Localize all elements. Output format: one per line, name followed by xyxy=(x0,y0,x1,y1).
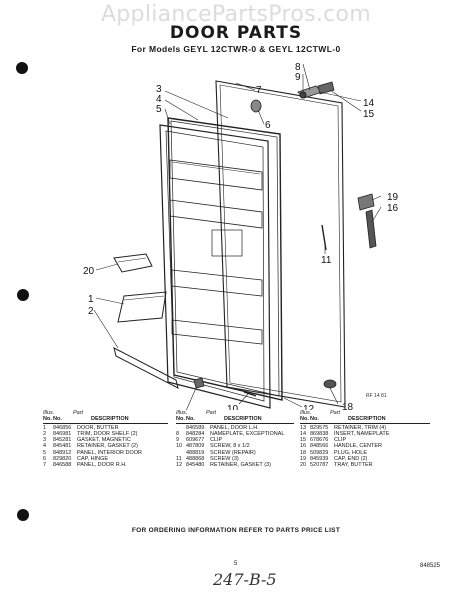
callout-16: 16 xyxy=(387,203,399,214)
binder-hole-top xyxy=(16,62,28,74)
callout-15: 15 xyxy=(363,109,375,120)
callout-4: 4 xyxy=(156,94,162,105)
page-title: DOOR PARTS xyxy=(169,23,303,43)
callout-19: 19 xyxy=(387,192,399,203)
callout-20: 20 xyxy=(83,266,95,277)
butter-door xyxy=(117,291,167,323)
callout-3: 3 xyxy=(156,84,162,95)
callout-8: 8 xyxy=(295,62,301,73)
door-parts-diagram: 3 4 5 7 6 8 9 14 15 19 16 11 20 1 2 13 1… xyxy=(83,62,399,410)
callout-12: 12 xyxy=(303,404,315,410)
door-gasket xyxy=(167,117,283,401)
binder-hole-bottom xyxy=(17,509,29,521)
callout-11: 11 xyxy=(321,255,332,266)
watermark: AppliancePartsPros.com xyxy=(100,2,372,27)
callout-10: 10 xyxy=(227,404,239,410)
document-number: 848525 xyxy=(420,563,441,569)
handwritten-note: 247-B-5 xyxy=(213,570,277,589)
ordering-note: FOR ORDERING INFORMATION REFER TO PARTS … xyxy=(131,527,341,534)
callout-18: 18 xyxy=(342,402,354,410)
callout-6: 6 xyxy=(265,120,271,131)
callout-7: 7 xyxy=(256,85,262,96)
callout-14: 14 xyxy=(363,98,375,109)
page-number: 5 xyxy=(234,561,238,567)
callout-1: 1 xyxy=(88,294,94,305)
binder-hole-middle xyxy=(17,289,29,301)
hinge-cap xyxy=(250,99,262,113)
page-subtitle: For Models GEYL 12CTWR-0 & GEYL 12CTWL-0 xyxy=(131,44,341,54)
diagram-reference: RF 14 81 xyxy=(366,393,387,399)
shelf-trim xyxy=(113,347,179,389)
callout-2: 2 xyxy=(88,306,94,317)
callout-5: 5 xyxy=(156,104,162,115)
butter-tray xyxy=(113,253,153,273)
callout-9: 9 xyxy=(295,72,301,83)
